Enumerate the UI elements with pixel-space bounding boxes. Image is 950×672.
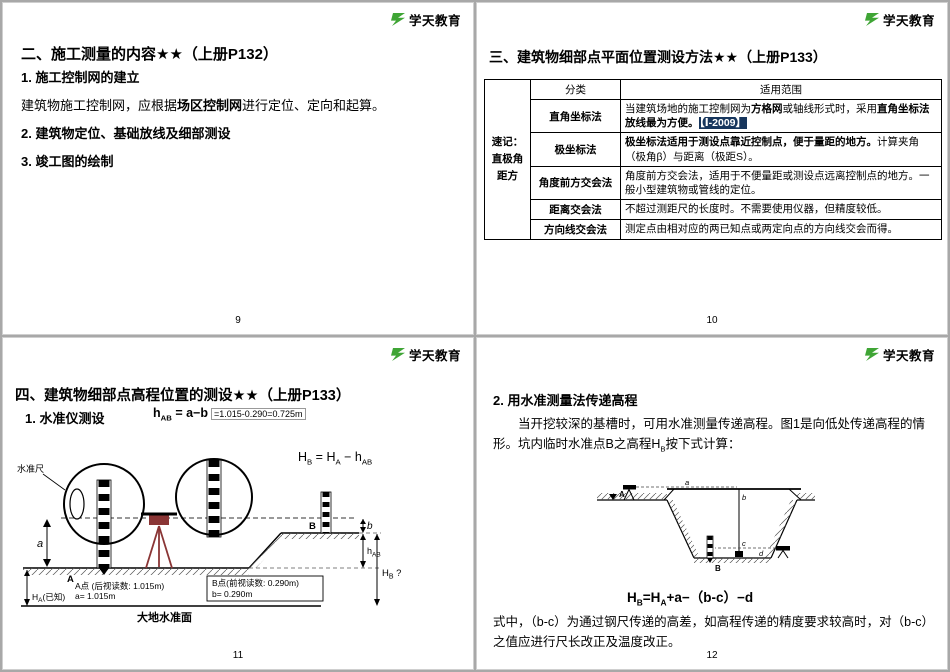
content-item-2: 2. 建筑物定位、基础放线及细部测设 [21, 125, 231, 141]
formula-hb-transfer: HB=HA+a−（b-c）−d [627, 590, 754, 608]
point-b-label: B [309, 521, 316, 532]
slide-9: 学天教育 二、施工测量的内容★★（上册P132） 1. 施工控制网的建立 建筑物… [2, 2, 474, 335]
method-cell: 方向线交会法 [530, 219, 621, 241]
a-reading-line2: a= 1.015m [75, 591, 115, 601]
dimension-arrows [24, 519, 380, 606]
slide-11: 学天教育 四、建筑物细部点高程位置的测设★★（上册P133） 1. 水准仪测设 … [2, 337, 474, 670]
method-cell: 直角坐标法 [530, 98, 621, 134]
table-row: 极坐标法 极坐标法适用于测设点靠近控制点，便于量距的地方。计算夹角（极角β）与距… [485, 132, 942, 167]
datum-label: 大地水准面 [137, 610, 192, 624]
table-row: 方向线交会法 测定点由相对应的两已知点或两定向点的方向线交会而得。 [485, 219, 942, 241]
paragraph-transfer-intro: 当开挖较深的基槽时，可用水准测量传递高程。图1是向低处传递高程的情形。坑内临时水… [493, 417, 925, 454]
desc-cell: 测定点由相对应的两已知点或两定向点的方向线交会而得。 [620, 219, 942, 241]
reading-a-label: a [685, 478, 689, 487]
leveling-diagram: 水准尺 a b hAB HB ? HA(已知) A B A点 (后视读数: 1.… [9, 430, 461, 633]
level-tripod [141, 512, 177, 569]
content-item-3: 3. 竣工图的绘制 [21, 153, 114, 169]
ground-and-pit [597, 493, 815, 563]
paragraph-correction-note: 式中，（b-c）为通过钢尺传递的高差，如高程传递的精度要求较高时，对（b-c）之… [493, 615, 928, 649]
subsection-transfer-heading: 2. 用水准测量法传递高程 [493, 393, 638, 408]
point-markers [42, 473, 109, 575]
brand-name: 学天教育 [882, 14, 935, 28]
point-a-label: A [67, 574, 74, 585]
subsection-level-setting: 1. 水准仪测设 [25, 411, 105, 426]
desc-cell: 极坐标法适用于测设点靠近控制点，便于量距的地方。计算夹角（极角β）与距离（极距S… [620, 132, 942, 167]
table-header-row: 速记： 直极角 距方 分类 适用范围 [484, 78, 942, 241]
page-number: 10 [706, 315, 718, 326]
dim-a-label: a [37, 538, 43, 550]
brand-icon [390, 13, 405, 26]
page-number: 11 [232, 650, 244, 661]
method-cell: 距离交会法 [530, 199, 621, 221]
pit-level-instrument [715, 546, 790, 559]
content-item-1: 1. 施工控制网的建立 [21, 70, 140, 85]
desc-cell: 不超过测距尺的长度时。不需要使用仪器，但精度较低。 [620, 199, 942, 221]
dim-b-label: b [367, 521, 373, 532]
brand-icon [864, 348, 879, 361]
brand-name: 学天教育 [408, 14, 461, 28]
ground-profile [23, 532, 381, 575]
slide-12: 学天教育 2. 用水准测量法传递高程 当开挖较深的基槽时，可用水准测量传递高程。… [476, 337, 948, 670]
page-number: 12 [706, 650, 718, 661]
brand-name: 学天教育 [882, 349, 935, 363]
reading-c-label: c [742, 539, 746, 548]
reading-d-label: d [759, 549, 764, 558]
rod-a-closeup [63, 463, 145, 569]
b-reading-line1: B点(前视读数: 0.290m) [212, 578, 299, 588]
xuetian-logo: 学天教育 [864, 10, 935, 29]
xuetian-logo: 学天教育 [864, 345, 935, 364]
surface-level-instrument [623, 485, 737, 501]
a-reading-line1: A点 (后视读数: 1.015m) [75, 581, 164, 591]
leveling-figure: 水准尺 a b hAB HB ? HA(已知) A B A点 (后视读数: 1.… [17, 458, 401, 624]
method-cell: 角度前方交会法 [530, 165, 621, 201]
slide-10: 学天教育 三、建筑物细部点平面位置测设方法★★（上册P133） 速记： 直极角 … [476, 2, 948, 335]
header-class: 分类 [530, 79, 621, 100]
brand-icon [864, 13, 879, 26]
page-number: 9 [235, 315, 241, 326]
xuetian-logo: 学天教育 [390, 345, 461, 364]
placement-methods-table: 速记： 直极角 距方 分类 适用范围 直角坐标法 当建筑场地的施工控制网为方格网… [484, 78, 942, 241]
slide11-title: 四、建筑物细部点高程位置的测设★★（上册P133） [15, 388, 351, 404]
pit-rod [706, 535, 714, 559]
method-cell: 极坐标法 [530, 132, 621, 167]
desc-cell: 当建筑场地的施工控制网为方格网或轴线形式时，采用直角坐标法放线最为方便。【Ⅰ-2… [620, 98, 942, 134]
brand-icon [390, 348, 405, 361]
formula-calculation: =1.015-0.290=0.725m [210, 408, 306, 420]
rod-label: 水准尺 [17, 463, 44, 474]
beam-and-tape [663, 488, 802, 557]
table-row: 距离交会法 不超过测距尺的长度时。不需要使用仪器，但精度较低。 [485, 199, 942, 221]
exam-year-badge: 【Ⅰ-2009】 [698, 117, 748, 130]
point-b-label: B [715, 564, 721, 573]
mnemonic-cell: 速记： 直极角 距方 [484, 78, 531, 241]
b-reading-box [206, 575, 324, 602]
content-item-1-note: 建筑物施工控制网，应根据场区控制网进行定位、定向和起算。 [21, 97, 386, 113]
slide9-title: 二、施工测量的内容★★（上册P132） [21, 46, 278, 63]
b-reading-line2: b= 0.290m [212, 589, 252, 599]
reading-b-label: b [742, 493, 746, 502]
formula-hb: HB = HA − hAB [298, 450, 373, 467]
dim-hab-label: hAB [367, 546, 381, 559]
header-scope: 适用范围 [620, 79, 942, 100]
pit-transfer-diagram: A B a b c d [589, 476, 819, 581]
pit-figure: A B a b c d [597, 478, 815, 573]
rod-b-closeup [175, 458, 253, 538]
xuetian-logo: 学天教育 [390, 10, 461, 29]
formula-hab: hAB = a−b=1.015-0.290=0.725m [153, 406, 306, 423]
table-row: 直角坐标法 当建筑场地的施工控制网为方格网或轴线形式时，采用直角坐标法放线最为方… [485, 98, 942, 134]
brand-name: 学天教育 [408, 349, 461, 363]
rod-at-b [320, 491, 332, 534]
table-row: 角度前方交会法 角度前方交会法，适用于不便量距或测设点远离控制点的地方。一般小型… [485, 165, 942, 201]
desc-cell: 角度前方交会法，适用于不便量距或测设点远离控制点的地方。一般小型建筑物或管线的定… [620, 165, 942, 201]
point-a-label: A [619, 490, 625, 499]
slide9-body: 1. 施工控制网的建立 建筑物施工控制网，应根据场区控制网进行定位、定向和起算。… [21, 69, 461, 180]
point-markers [609, 494, 713, 563]
hb-unknown-label: HB ? [382, 568, 401, 581]
slide10-title: 三、建筑物细部点平面位置测设方法★★（上册P133） [489, 49, 827, 65]
ha-known-label: HA(已知) [32, 592, 65, 604]
